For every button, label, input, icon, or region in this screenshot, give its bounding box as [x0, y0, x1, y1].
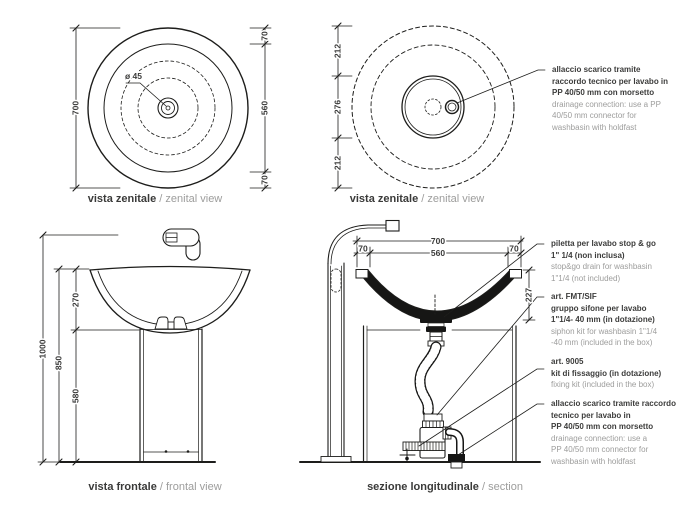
annotation-line-bold: allaccio scarico tramite raccordo: [551, 399, 676, 408]
caption-light: / frontal view: [159, 481, 222, 493]
annotation-fissaggio: art. 9005 kit di fissaggio (in dotazione…: [551, 356, 661, 391]
annotation-line-light: washbasin with holdfast: [552, 122, 637, 132]
dim-700-left: [69, 24, 121, 192]
bowl-pedestal-junction: [154, 316, 188, 330]
dim-section: [352, 235, 536, 324]
caption-zenital-left: vista zenitale / zenital view: [88, 193, 223, 205]
annotation-line-light: -40 mm (included in the box): [551, 338, 653, 347]
caption-light: / section: [481, 481, 523, 493]
dim-label-560: 560: [259, 101, 269, 115]
faucet-column: [320, 219, 400, 463]
dim-label-70-top: 70: [259, 31, 269, 41]
dim-label-212-bottom: 212: [332, 156, 342, 170]
leader-piletta: [443, 243, 545, 318]
pedestal-frame-section: [362, 325, 517, 462]
floor-drain-flange: [448, 454, 465, 462]
dim-label-560-section: 560: [431, 248, 445, 258]
annotation-sifone: art. FMT/SIF gruppo sifone per lavabo 1"…: [551, 291, 657, 349]
dim-frontal: [37, 231, 140, 466]
caption-light: / zenital view: [159, 193, 223, 205]
annotation-line-light: washbasin with holdfast: [551, 456, 636, 466]
faucet-front: [162, 228, 201, 261]
dim-label-227: 227: [523, 288, 533, 302]
fixing-bracket: [399, 448, 416, 463]
caption-section: sezione longitudinale / section: [367, 481, 523, 493]
caption-bold: vista frontale: [88, 481, 157, 493]
dim-212-276-212: [331, 22, 353, 192]
frontal-view-drawing: [37, 228, 251, 466]
annotation-line-bold: 1"1/4- 40 mm (in dotazione): [551, 315, 655, 324]
annotation-line-bold: PP 40/50 mm con morsetto: [552, 88, 655, 97]
annotation-line-light: drainage connection: use a: [551, 433, 648, 443]
dim-label-270: 270: [70, 293, 80, 307]
zenital-right-drawing: [331, 22, 546, 192]
dim-label-700-section: 700: [431, 236, 445, 246]
pedestal-front: [139, 328, 203, 462]
dim-label-212-top: 212: [332, 44, 342, 58]
leader-lines: [418, 243, 545, 456]
dim-label-580: 580: [70, 389, 80, 403]
pedestal-top: [401, 75, 465, 139]
dim-label-700-left: 700: [70, 101, 80, 115]
annotation-line-light: siphon kit for washbasin 1"1/4: [551, 326, 658, 336]
caption-bold: vista zenitale: [349, 193, 419, 205]
annotation-line-light: 40/50 mm connector for: [552, 111, 637, 120]
annotation-line-bold: gruppo sifone per lavabo: [551, 303, 647, 313]
annotation-line-light: drainage connection: use a PP: [552, 99, 661, 109]
leader-sifone: [436, 296, 545, 416]
annotation-line-bold: allaccio scarico tramite: [552, 65, 641, 74]
leader-fissaggio: [418, 368, 545, 447]
annotation-line-light: PP 40/50 mm connector for: [551, 445, 649, 454]
dim-label-850: 850: [53, 356, 63, 370]
dim-label-70-left: 70: [358, 244, 368, 254]
basin-section: [355, 269, 523, 322]
drain-leader-line: [125, 82, 167, 107]
caption-bold: vista zenitale: [87, 193, 157, 205]
caption-light: / zenital view: [421, 193, 485, 205]
annotation-piletta: piletta per lavabo stop & go 1" 1/4 (non…: [551, 238, 656, 284]
drain-hole: [157, 97, 179, 119]
annotation-line-light: 1"1/4 (not included): [551, 273, 621, 283]
drain-hole-dashed: [424, 98, 442, 116]
drain-connection-hole: [444, 99, 460, 115]
caption-zenital-right: vista zenitale / zenital view: [350, 193, 485, 205]
annotation-line-bold: 1" 1/4 (non inclusa): [551, 250, 625, 260]
dim-label-drain-diameter: ø 45: [125, 71, 142, 81]
leader-allaccio: [457, 403, 545, 456]
annotation-line-bold: art. 9005: [551, 357, 584, 366]
annotation-line-bold: PP 40/50 mm con morsetto: [551, 422, 654, 431]
annotation-allaccio: allaccio scarico tramite raccordo tecnic…: [551, 398, 676, 467]
section-view-drawing: [299, 219, 545, 469]
dim-label-70-bottom: 70: [259, 175, 269, 185]
zenital-left-drawing: [69, 24, 272, 192]
dim-label-276: 276: [332, 100, 342, 114]
annotation-line-bold: piletta per lavabo stop & go: [551, 239, 656, 248]
flexible-hose: [414, 341, 442, 418]
annotation-line-bold: kit di fissaggio (in dotazione): [551, 368, 662, 378]
dim-label-70-right: 70: [509, 244, 519, 254]
annotation-line-bold: raccordo tecnico per lavabo in: [552, 76, 669, 86]
annotation-line-light: fixing kit (included in the box): [551, 380, 655, 389]
dim-label-1000: 1000: [37, 339, 47, 358]
annotation-line-light: stop&go drain for washbasin: [551, 262, 652, 271]
drain-connection-leader: [456, 69, 546, 104]
dim-70-560-70: [249, 24, 272, 192]
caption-bold: sezione longitudinale: [367, 481, 479, 493]
annotation-line-bold: tecnico per lavabo in: [551, 410, 631, 420]
drain-fitting: [420, 294, 452, 347]
annotation-drain-connection-top: allaccio scarico tramite raccordo tecnic…: [552, 64, 668, 133]
caption-frontal: vista frontale / frontal view: [88, 481, 221, 493]
annotation-line-bold: art. FMT/SIF: [551, 292, 597, 301]
